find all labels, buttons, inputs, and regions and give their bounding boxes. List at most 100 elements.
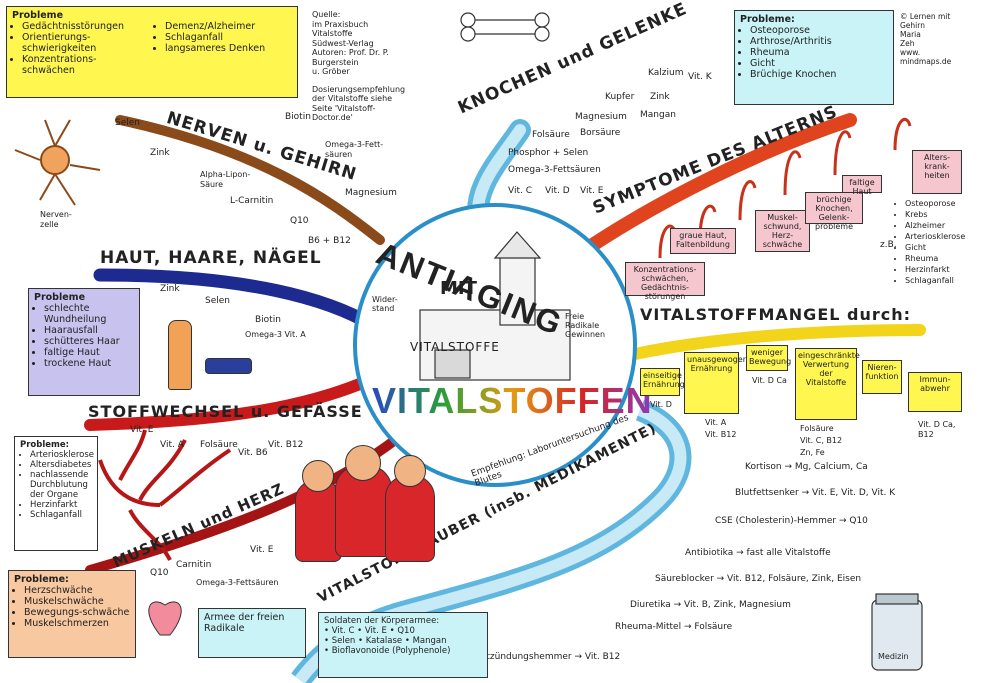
problem-box-nerven: Probleme Gedächtnisstörungen Orientierun… bbox=[6, 6, 298, 98]
list-item: Schlaganfall bbox=[905, 275, 965, 286]
nerven-item: Magnesium bbox=[345, 188, 397, 198]
raeuber-effect: fast alle Vitalstoffe bbox=[746, 548, 831, 558]
branch-title-stoffwechsel: STOFFWECHSEL u. GEFÄSSE bbox=[88, 402, 363, 421]
list-item: Osteoporose bbox=[750, 25, 888, 36]
stoff-item: Vit. B6 bbox=[238, 448, 268, 458]
list-item: Gicht bbox=[905, 242, 965, 253]
knochen-item: Phosphor + Selen bbox=[508, 148, 589, 158]
knochen-item: Vit. E bbox=[580, 186, 604, 196]
symptome-box: Muskel-schwund, Herz-schwäche bbox=[755, 210, 810, 252]
raeuber-effect: Vit. B, Zink, Magnesium bbox=[684, 600, 791, 610]
haut-item: Biotin bbox=[255, 315, 281, 325]
alters-zb: z.B. bbox=[880, 240, 897, 250]
raeuber-row: Rheuma-Mittel → Folsäure bbox=[615, 622, 733, 632]
heart-drawing bbox=[148, 601, 182, 636]
nerven-item: Selen bbox=[115, 118, 140, 128]
problem-box-heading: Probleme: bbox=[20, 440, 70, 450]
center-word-text: VITALSTOFFEN bbox=[372, 380, 653, 421]
knochen-item: Mangan bbox=[640, 110, 676, 120]
pill-bottle-label: Medizin bbox=[878, 652, 909, 661]
soldaten-row: • Vit. C • Vit. E • Q10 bbox=[324, 626, 415, 636]
copyright-note: © Lernen mit Gehirn Maria Zeh www. mindm… bbox=[900, 12, 952, 66]
list-item: Brüchige Knochen bbox=[750, 69, 888, 80]
neuron-drawing bbox=[14, 119, 101, 206]
list-item: Krebs bbox=[905, 209, 965, 220]
list-item: Schlaganfall bbox=[30, 510, 92, 520]
soldiers-illustration bbox=[290, 445, 440, 570]
hairbrush-drawing bbox=[205, 358, 252, 374]
problem-box-stoffwechsel: Probleme: Arteriosklerose Altersdiabetes… bbox=[14, 436, 98, 551]
list-item: Orientierungs-schwierigkeiten bbox=[22, 32, 147, 54]
raeuber-drug: CSE (Cholesterin)-Hemmer bbox=[715, 516, 837, 526]
list-item: Muskelschwäche bbox=[24, 596, 130, 607]
pill-bottle-drawing bbox=[871, 593, 923, 671]
nerven-item: B6 + B12 bbox=[308, 236, 351, 246]
mangel-item: Vit. D bbox=[650, 400, 672, 409]
castle-label: VITALSTOFFE bbox=[410, 340, 500, 354]
raeuber-drug: Entzündungshemmer bbox=[475, 652, 572, 662]
list-item: Osteoporose bbox=[905, 198, 965, 209]
raeuber-effect: Folsäure bbox=[694, 622, 733, 632]
armee-title: Armee der freien Radikale bbox=[204, 612, 285, 634]
list-item: Alzheimer bbox=[905, 220, 965, 231]
mangel-box: eingeschränkte Verwertung der Vitalstoff… bbox=[795, 348, 860, 420]
raeuber-drug: Kortison bbox=[745, 462, 782, 472]
list-item: Konzentrations-schwächen bbox=[22, 54, 147, 76]
soldaten-box: Soldaten der Körperarmee: • Vit. C • Vit… bbox=[318, 612, 488, 678]
raeuber-row: Antibiotika → fast alle Vitalstoffe bbox=[685, 548, 831, 558]
knochen-item: Vit. D bbox=[545, 186, 570, 196]
raeuber-effect: Vit. B12 bbox=[584, 652, 621, 662]
raeuber-drug: Blutfettsenker bbox=[735, 488, 799, 498]
knochen-item: Folsäure bbox=[532, 130, 570, 140]
mangel-item: Vit. B12 bbox=[705, 430, 737, 439]
problem-box-heading: Probleme bbox=[12, 10, 64, 21]
problem-box-haut: Probleme schlechte Wundheilung Haarausfa… bbox=[28, 288, 140, 396]
symptome-box: faltige Haut bbox=[842, 175, 882, 196]
center-left-note: Wider-stand bbox=[372, 295, 398, 313]
muskeln-item: Q10 bbox=[150, 568, 169, 578]
mangel-box: weniger Bewegung bbox=[746, 345, 791, 371]
list-item: Altersdiabetes bbox=[30, 460, 92, 470]
problem-box-muskeln: Probleme: Herzschwäche Muskelschwäche Be… bbox=[8, 570, 136, 658]
list-item: faltige Haut bbox=[44, 347, 134, 358]
problem-box-knochen: Probleme: Osteoporose Arthrose/Arthritis… bbox=[734, 10, 894, 105]
center-word: VITALSTOFFEN bbox=[372, 380, 653, 422]
raeuber-row: Entzündungshemmer → Vit. B12 bbox=[475, 652, 621, 662]
branch-haut bbox=[93, 268, 379, 332]
knochen-item: Magnesium bbox=[575, 112, 627, 122]
list-item: Arthrose/Arthritis bbox=[750, 36, 888, 47]
knochen-item: Kalzium bbox=[648, 68, 684, 78]
neuron-label: Nerven-zelle bbox=[40, 210, 72, 229]
mangel-item: Folsäure bbox=[800, 424, 834, 433]
stoff-item: Vit. B12 bbox=[268, 440, 304, 450]
bone-drawing bbox=[460, 12, 550, 42]
symptome-box: graue Haut, Faltenbildung bbox=[670, 228, 736, 254]
nerven-item: Zink bbox=[150, 148, 170, 158]
raeuber-effect: Vit. E, Vit. D, Vit. K bbox=[812, 488, 896, 498]
nerven-item: Alpha-Lipon-Säure bbox=[200, 170, 251, 189]
raeuber-drug: Antibiotika bbox=[685, 548, 734, 558]
knochen-item: Kupfer bbox=[605, 92, 635, 102]
alters-list: Osteoporose Krebs Alzheimer Arterioskler… bbox=[895, 198, 965, 286]
list-item: Herzinfarkt bbox=[30, 500, 92, 510]
raeuber-drug: Säureblocker bbox=[655, 574, 714, 584]
armee-box: Armee der freien Radikale bbox=[198, 608, 306, 658]
haut-item: Zink bbox=[160, 284, 180, 294]
knochen-item: Vit. K bbox=[688, 72, 712, 82]
mangel-item: Vit. A bbox=[705, 418, 727, 427]
nerven-item: Omega-3-Fett-säuren bbox=[325, 140, 384, 159]
finger-drawing bbox=[168, 320, 192, 390]
mangel-box: Nieren-funktion bbox=[862, 360, 902, 394]
list-item: Arteriosklerose bbox=[905, 231, 965, 242]
mangel-box: Immun-abwehr bbox=[908, 372, 962, 412]
soldaten-row: • Selen • Katalase • Mangan bbox=[324, 636, 447, 646]
list-item: Rheuma bbox=[750, 47, 888, 58]
raeuber-row: Diuretika → Vit. B, Zink, Magnesium bbox=[630, 600, 791, 610]
raeuber-drug: Rheuma-Mittel bbox=[615, 622, 682, 632]
problem-box-heading: Probleme: bbox=[14, 574, 69, 585]
raeuber-effect: Mg, Calcium, Ca bbox=[794, 462, 868, 472]
raeuber-drug: Diuretika bbox=[630, 600, 671, 610]
symptome-box: Konzentrations-schwächen, Gedächtnis-stö… bbox=[625, 262, 705, 301]
knochen-item: Omega-3-Fettsäuren bbox=[508, 165, 601, 175]
stoff-item: Vit. A bbox=[160, 440, 184, 450]
